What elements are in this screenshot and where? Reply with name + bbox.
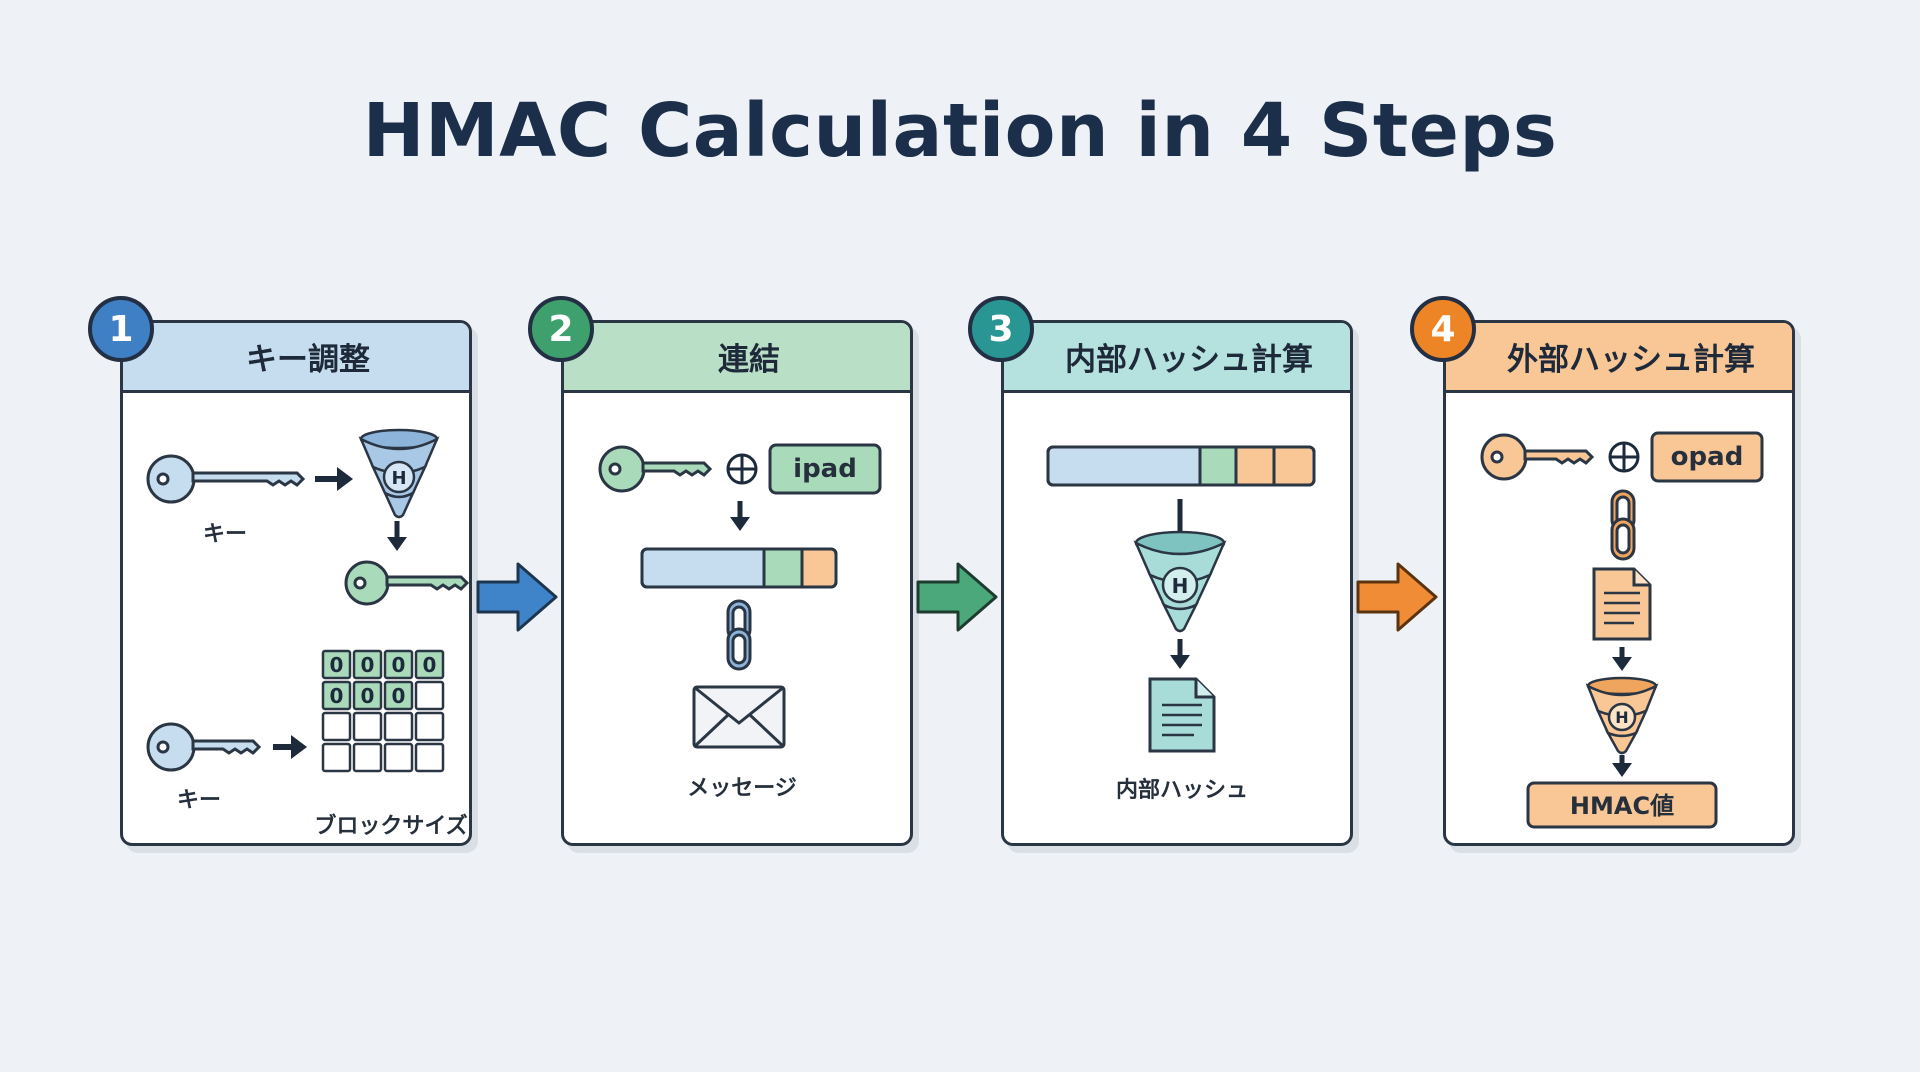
step-4-title: 外部ハッシュ計算 bbox=[1507, 342, 1755, 378]
grid-cell bbox=[383, 680, 414, 711]
arrow-down-icon bbox=[387, 521, 407, 551]
grid-cell bbox=[352, 711, 383, 742]
step-2-title: 連結 bbox=[718, 342, 780, 378]
block-size-label: ブロックサイズ bbox=[314, 813, 467, 839]
step-3-header: 内部ハッシュ計算 bbox=[1004, 323, 1350, 393]
step-3-title: 内部ハッシュ計算 bbox=[1065, 342, 1313, 378]
key-icon bbox=[1480, 433, 1595, 481]
arrow-right-icon bbox=[315, 467, 353, 491]
hmac-value-box bbox=[1526, 781, 1718, 829]
chain-link-icon bbox=[1610, 489, 1636, 561]
hash-tornado-icon: H bbox=[358, 428, 440, 519]
svg-text:H: H bbox=[1615, 708, 1628, 727]
arrow-right-icon bbox=[273, 735, 307, 759]
grid-cell bbox=[321, 711, 352, 742]
step-3-badge: 3 bbox=[968, 296, 1034, 362]
flow-arrow-1 bbox=[476, 562, 558, 632]
grid-cell bbox=[414, 742, 445, 773]
step-2-panel: 連結 ipad bbox=[561, 320, 913, 846]
hmac-value-label: HMAC値 bbox=[1570, 792, 1674, 820]
step-3-panel: 内部ハッシュ計算 H 内部ハッシュ bbox=[1001, 320, 1353, 846]
ipad-box bbox=[768, 443, 882, 495]
chain-link-icon bbox=[726, 599, 752, 671]
grid-cell-value: 0 bbox=[392, 684, 406, 708]
step-4-badge: 4 bbox=[1410, 296, 1476, 362]
key-icon bbox=[146, 722, 262, 772]
step-1-badge: 1 bbox=[88, 296, 154, 362]
key-icon bbox=[146, 454, 306, 504]
key-icon bbox=[598, 445, 713, 493]
grid-cell-value: 0 bbox=[330, 684, 344, 708]
grid-cell bbox=[414, 711, 445, 742]
arrow-down-icon bbox=[1612, 755, 1632, 777]
hash-tornado-icon: H bbox=[1585, 676, 1659, 755]
arrow-down-icon bbox=[1170, 639, 1190, 669]
concatenated-bar bbox=[1046, 445, 1316, 487]
hash-tornado-icon: H bbox=[1133, 530, 1227, 633]
step-1-number: 1 bbox=[108, 308, 134, 350]
grid-cell bbox=[414, 649, 445, 680]
xor-icon bbox=[726, 453, 758, 485]
opad-box bbox=[1650, 431, 1764, 483]
grid-cell bbox=[352, 742, 383, 773]
grid-cell bbox=[414, 680, 445, 711]
arrow-down-icon bbox=[730, 501, 750, 531]
grid-cell bbox=[321, 742, 352, 773]
step-1-title: キー調整 bbox=[246, 342, 370, 378]
key-label-bottom: キー bbox=[177, 788, 221, 813]
svg-text:H: H bbox=[1172, 574, 1189, 598]
inner-hash-label: 内部ハッシュ bbox=[1116, 777, 1248, 803]
flow-arrow-2 bbox=[916, 562, 998, 632]
grid-cell-value: 0 bbox=[423, 653, 437, 677]
xor-icon bbox=[1608, 441, 1640, 473]
document-icon bbox=[1148, 677, 1216, 753]
ipad-label: ipad bbox=[793, 454, 857, 484]
step-4-number: 4 bbox=[1430, 308, 1456, 350]
message-label: メッセージ bbox=[687, 776, 797, 801]
key-label-top: キー bbox=[203, 522, 247, 547]
grid-cell bbox=[383, 742, 414, 773]
grid-cell-value: 0 bbox=[330, 653, 344, 677]
step-1-panel: キー調整 キー H bbox=[120, 320, 472, 846]
grid-cell bbox=[383, 711, 414, 742]
document-icon bbox=[1592, 567, 1652, 641]
step-2-badge: 2 bbox=[528, 296, 594, 362]
grid-cell bbox=[352, 649, 383, 680]
opad-label: opad bbox=[1671, 442, 1744, 472]
step-1-header: キー調整 bbox=[123, 323, 469, 393]
grid-cell-value: 0 bbox=[361, 684, 375, 708]
step-3-number: 3 bbox=[988, 308, 1014, 350]
step-4-panel: 外部ハッシュ計算 opad bbox=[1443, 320, 1795, 846]
grid-cell bbox=[321, 680, 352, 711]
step-2-number: 2 bbox=[548, 308, 574, 350]
diagram-title: HMAC Calculation in 4 Steps bbox=[362, 88, 1558, 174]
arrow-down-icon bbox=[1612, 647, 1632, 671]
flow-arrow-3 bbox=[1356, 562, 1438, 632]
concatenated-bar bbox=[640, 547, 838, 589]
grid-cell-value: 0 bbox=[361, 653, 375, 677]
key-icon bbox=[344, 560, 469, 606]
envelope-icon bbox=[692, 685, 786, 749]
grid-cell bbox=[321, 649, 352, 680]
svg-text:H: H bbox=[391, 468, 406, 489]
step-2-header: 連結 bbox=[564, 323, 910, 393]
grid-cell bbox=[383, 649, 414, 680]
step-4-header: 外部ハッシュ計算 bbox=[1446, 323, 1792, 393]
grid-cell-value: 0 bbox=[392, 653, 406, 677]
grid-cell bbox=[352, 680, 383, 711]
